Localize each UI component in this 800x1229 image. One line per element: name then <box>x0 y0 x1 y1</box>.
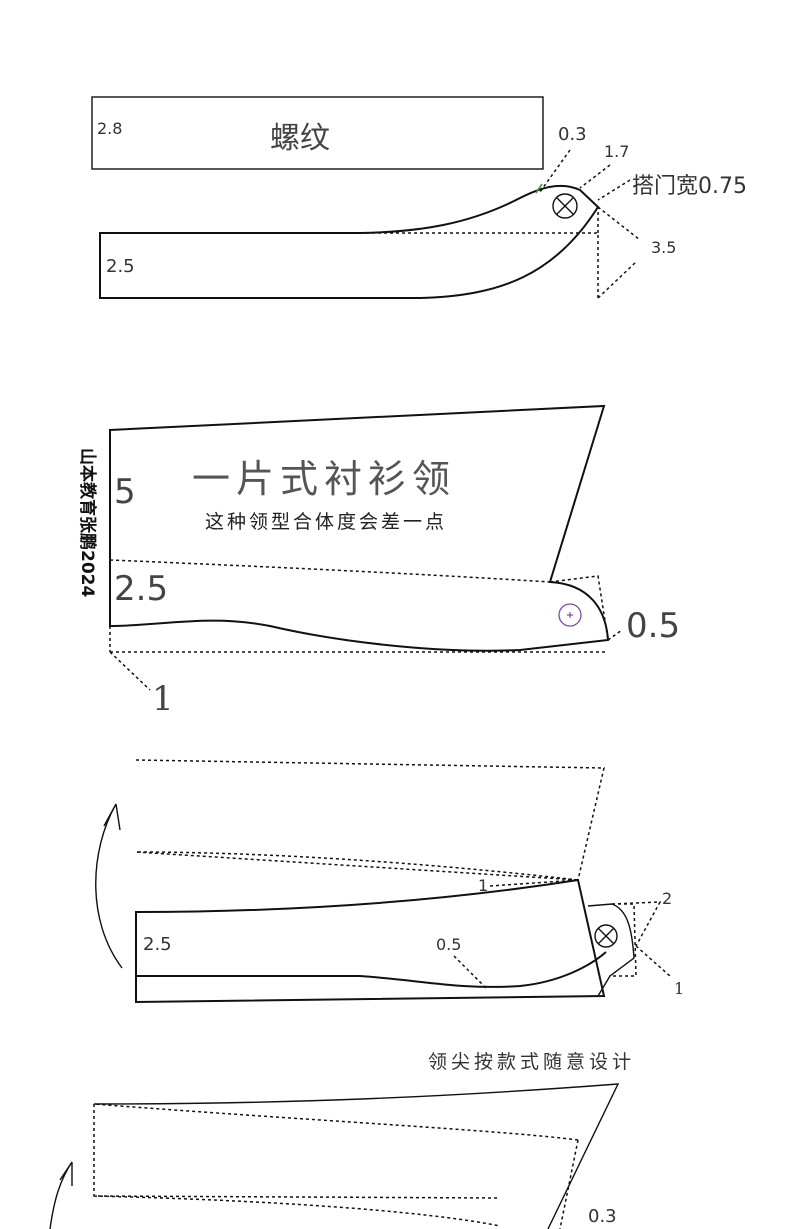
collar-tip-note: 领尖按款式随意设计 <box>428 1051 635 1073</box>
dim-0-3-label: 0.3 <box>558 124 587 145</box>
button-position-icon <box>558 603 582 627</box>
diagram-one-piece-collar: 一片式衬衫领 这种领型合体度会差一点 5 2.5 0.5 1 山本教育张鹏202… <box>77 404 680 719</box>
placket-width-label: 搭门宽0.75 <box>632 174 747 199</box>
dim-1-7-label: 1.7 <box>604 142 629 161</box>
diagram-collar-on-band: 2.5 0.5 1 2 1 <box>95 759 684 1004</box>
band-tip-outline <box>587 903 635 997</box>
rib-label: 螺纹 <box>270 121 330 156</box>
band-height-label: 2.5 <box>114 569 168 609</box>
dim-2-label: 2 <box>662 889 672 908</box>
dim-1-right-label: 1 <box>674 979 684 998</box>
band-height-label: 2.5 <box>106 256 135 277</box>
diagram-rib-band: 2.8 螺纹 2.5 0.3 1.7 搭门宽0.75 3.5 <box>91 96 747 299</box>
guide-tick <box>535 183 543 194</box>
collar-construction-lines <box>93 1103 579 1229</box>
dim-0-5-label: 0.5 <box>436 935 461 954</box>
watermark-text: 山本教育张鹏2024 <box>77 448 98 597</box>
collar-note: 这种领型合体度会差一点 <box>205 511 447 533</box>
band-construction-lines <box>120 207 637 299</box>
rib-height-label: 2.8 <box>97 119 122 138</box>
button-position-icon <box>594 924 618 948</box>
collar-title: 一片式衬衫领 <box>192 457 456 501</box>
collar-outline <box>93 1083 620 1229</box>
collar-construction-lines <box>109 559 623 691</box>
dim-1-label: 1 <box>152 679 174 719</box>
band-height-label: 2.5 <box>143 934 172 955</box>
button-position-icon <box>552 193 578 219</box>
rotation-arrow <box>95 803 123 969</box>
dim-0-3-label: 0.3 <box>588 1206 617 1227</box>
dim-1-top-label: 1 <box>478 876 488 895</box>
collar-height-label: 5 <box>114 472 136 512</box>
band-outline <box>135 878 607 1004</box>
rotation-arrow <box>49 1161 73 1229</box>
collar-outline <box>109 404 610 652</box>
dim-3-5-label: 3.5 <box>651 238 676 257</box>
diagram-collar-tip: 领尖按款式随意设计 0.3 <box>49 1051 635 1229</box>
dimension-leaders-1 <box>539 149 641 241</box>
dim-0-5-label: 0.5 <box>626 606 680 646</box>
collar-flipped-dashed <box>135 759 605 881</box>
band-outline <box>99 184 600 299</box>
band-construction-lines <box>453 879 671 989</box>
rib-rectangle <box>91 96 544 170</box>
